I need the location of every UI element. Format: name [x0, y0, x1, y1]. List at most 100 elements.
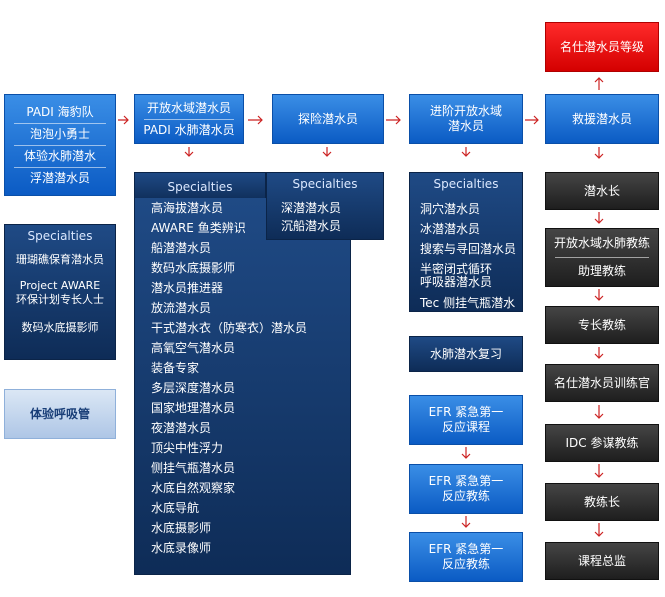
spec-naturalist: 水底自然观察家 — [151, 481, 236, 495]
divemaster-label: 潜水长 — [583, 183, 620, 198]
arrow-down-icon — [184, 147, 194, 157]
master-instructor[interactable]: 教练长 — [545, 483, 659, 521]
spec-videographer: 水底录像师 — [151, 541, 212, 555]
spec-dpv: 潜水员推进器 — [151, 281, 224, 295]
advanced-open-water-diver[interactable]: 进阶开放水域 潜水员 — [409, 94, 523, 144]
specialties-title: Specialties — [292, 177, 358, 191]
spec-search-recovery: 搜索与寻回潜水员 — [420, 242, 517, 256]
adventure-diver[interactable]: 探险潜水员 — [272, 94, 384, 144]
arrow-down-icon — [594, 347, 604, 359]
arrow-down-icon — [594, 289, 604, 301]
divider — [143, 118, 235, 120]
spec-altitude: 高海拔潜水员 — [151, 201, 224, 215]
course-director[interactable]: 课程总监 — [545, 542, 659, 580]
arrow-down-icon — [461, 147, 471, 157]
efr-instructor[interactable]: EFR 紧急第一 反应教练 — [409, 464, 523, 514]
arrow-right-icon — [118, 115, 129, 125]
project-aware: Project AWARE — [19, 279, 101, 292]
specialties-open-water-header: Specialties — [134, 172, 266, 202]
spec-digital-photo: 数码水底摄影师 — [151, 261, 236, 275]
efr-instructor-line1: EFR 紧急第一 — [428, 474, 504, 488]
specialties-title: Specialties — [27, 229, 93, 243]
discover-scuba-diving: 体验水肺潜水 — [23, 148, 96, 163]
master-scuba-diver[interactable]: 名仕潜水员等级 — [545, 22, 659, 72]
spec-equipment: 装备专家 — [151, 361, 200, 375]
arrow-down-icon — [461, 516, 471, 528]
digital-underwater-photographer: 数码水底摄影师 — [21, 321, 99, 334]
advanced-label-line2: 潜水员 — [447, 119, 484, 133]
spec-night: 夜潜潜水员 — [151, 421, 212, 435]
discover-snorkeling-label: 体验呼吸管 — [29, 406, 90, 421]
padi-seal-team: PADI 海豹队 — [26, 104, 94, 119]
divider — [554, 257, 650, 258]
efr-instructor-trainer[interactable]: EFR 紧急第一 反应教练 — [409, 532, 523, 582]
arrow-right-icon — [248, 115, 263, 125]
course-director-label: 课程总监 — [577, 553, 626, 568]
spec-cavern: 洞穴潜水员 — [420, 202, 481, 216]
spec-drift: 放流潜水员 — [151, 301, 212, 315]
owsi-assistant-instructor[interactable]: 开放水域水肺教练 助理教练 — [545, 228, 659, 287]
master-scuba-diver-label: 名仕潜水员等级 — [559, 39, 644, 54]
arrow-down-icon — [594, 147, 604, 159]
rescue-diver[interactable]: 救援潜水员 — [545, 94, 659, 144]
divemaster[interactable]: 潜水长 — [545, 172, 659, 210]
owsi-label: 开放水域水肺教练 — [553, 236, 650, 250]
adventure-diver-label: 探险潜水员 — [297, 111, 358, 126]
arrow-right-icon — [525, 115, 539, 125]
spec-fish-id: AWARE 鱼类辨识 — [151, 221, 246, 235]
efr-trainer-line1: EFR 紧急第一 — [428, 542, 504, 556]
efr-course-line1: EFR 紧急第一 — [428, 405, 504, 419]
specialty-instructor[interactable]: 专长教练 — [545, 306, 659, 344]
master-instructor-label: 教练长 — [583, 494, 620, 509]
spec-sidemount: 侧挂气瓶潜水员 — [151, 461, 236, 475]
efr-course-line2: 反应课程 — [441, 420, 490, 434]
spec-ice: 冰潜潜水员 — [420, 222, 481, 236]
aware-specialist: 环保计划专长人士 — [16, 293, 104, 306]
specialties-left[interactable]: Specialties 珊瑚礁保育潜水员 Project AWARE 环保计划专… — [4, 224, 116, 360]
spec-navigation: 水底导航 — [151, 501, 200, 515]
efr-course[interactable]: EFR 紧急第一 反应课程 — [409, 395, 523, 445]
divider — [13, 144, 107, 146]
arrow-down-icon — [461, 447, 471, 459]
specialties-open-water[interactable]: 高海拔潜水员 AWARE 鱼类辨识 船潜潜水员 数码水底摄影师 潜水员推进器 放… — [134, 198, 351, 575]
spec-wreck: 沉船潜水员 — [281, 219, 342, 233]
spec-drysuit: 干式潜水衣（防寒衣）潜水员 — [151, 321, 308, 335]
open-water-group[interactable]: 开放水域潜水员 PADI 水肺潜水员 — [134, 94, 244, 144]
discover-snorkeling[interactable]: 体验呼吸管 — [4, 389, 116, 439]
skin-diver: 浮潜潜水员 — [29, 170, 90, 185]
arrow-down-icon — [322, 147, 332, 157]
efr-trainer-line2: 反应教练 — [441, 557, 490, 571]
msdt-label: 名仕潜水员训练官 — [553, 375, 650, 390]
bubblemaker: 泡泡小勇士 — [29, 126, 90, 141]
scuba-review[interactable]: 水肺潜水复习 — [409, 336, 523, 372]
specialties-title: Specialties — [433, 177, 499, 191]
spec-nitrox: 高氧空气潜水员 — [151, 341, 236, 355]
arrow-up-icon — [594, 77, 604, 90]
arrow-down-icon — [594, 464, 604, 478]
spec-multilevel: 多层深度潜水员 — [151, 381, 236, 395]
coral-reef-conservation: 珊瑚礁保育潜水员 — [16, 253, 104, 266]
spec-boat: 船潜潜水员 — [151, 241, 212, 255]
spec-photographer: 水底摄影师 — [151, 521, 212, 535]
padi-entry-group[interactable]: PADI 海豹队 泡泡小勇士 体验水肺潜水 浮潜潜水员 — [4, 94, 116, 196]
spec-tec-sidemount: Tec 侧挂气瓶潜水员 — [420, 296, 516, 330]
padi-scuba-diver: PADI 水肺潜水员 — [143, 122, 235, 137]
arrow-right-icon — [386, 115, 401, 125]
idc-staff-instructor[interactable]: IDC 参谋教练 — [545, 424, 659, 462]
efr-instructor-line2: 反应教练 — [441, 489, 490, 503]
arrow-down-icon — [594, 212, 604, 224]
spec-natgeo: 国家地理潜水员 — [151, 401, 236, 415]
specialties-title: Specialties — [167, 180, 233, 194]
spec-rebreather-line1: 半密闭式循环 — [420, 262, 493, 276]
arrow-down-icon — [594, 523, 604, 537]
open-water-diver: 开放水域潜水员 — [146, 100, 231, 115]
idc-staff-label: IDC 参谋教练 — [565, 435, 639, 450]
arrow-down-icon — [594, 405, 604, 419]
scuba-review-label: 水肺潜水复习 — [429, 346, 502, 361]
spec-buoyancy: 顶尖中性浮力 — [151, 441, 224, 455]
advanced-label-line1: 进阶开放水域 — [429, 104, 502, 118]
rescue-diver-label: 救援潜水员 — [571, 111, 632, 126]
msdt[interactable]: 名仕潜水员训练官 — [545, 364, 659, 402]
specialties-adventure[interactable]: Specialties 深潜潜水员 沉船潜水员 — [266, 172, 384, 240]
specialties-advanced[interactable]: Specialties 洞穴潜水员 冰潜潜水员 搜索与寻回潜水员 半密闭式循环 … — [409, 172, 523, 330]
